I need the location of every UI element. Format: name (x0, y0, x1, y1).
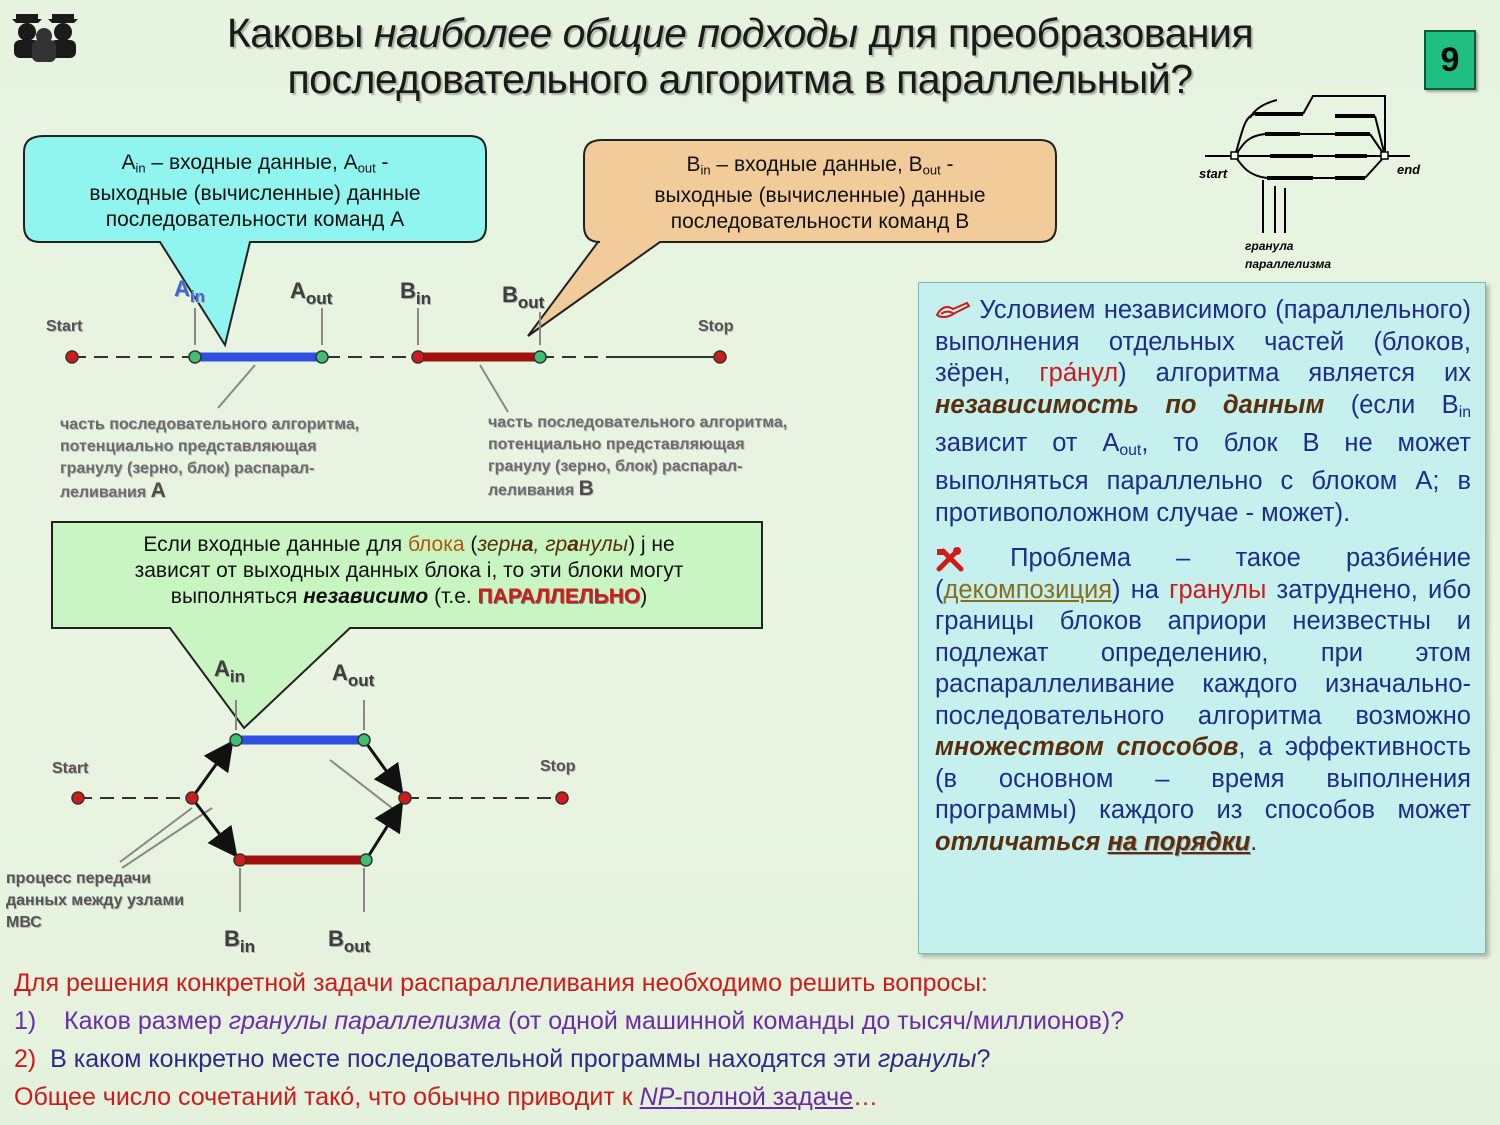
d2-b-out-label: Bout (328, 926, 371, 956)
slide-number: 9 (1424, 30, 1476, 90)
question-2: 2) В каком конкретно месте последователь… (14, 1045, 991, 1073)
d1-start-label: Start (46, 318, 83, 335)
caption-data-transfer: процесс передачи данных между узлами МВС (6, 870, 185, 931)
question-1: 1) Каков размер гранулы параллелизма (от… (14, 1007, 1125, 1035)
info-paragraph-2: Проблема – такое разбие́ние (декомпозици… (935, 544, 1471, 856)
d1-b-out-label: Bout (502, 282, 545, 312)
callout-c: Если входные данные для блока (зерна, гр… (134, 533, 684, 608)
pen-hand-icon (935, 302, 971, 319)
d2-start-label: Start (52, 760, 89, 777)
info-paragraph-1: Условием независимого (параллельного) вы… (935, 296, 1471, 527)
d2-b-in-label: Bin (224, 926, 255, 956)
d1-a-out-label: Aout (290, 278, 333, 308)
bottom-intro: Для решения конкретной задачи распаралле… (14, 969, 988, 997)
mini-caption-line2: параллелизма (1245, 257, 1331, 271)
d2-a-in-label: Ain (214, 656, 245, 686)
bottom-conclusion: Общее число сочетаний тако́, что обычно … (14, 1083, 879, 1111)
d1-a-in-label: Ain (174, 276, 205, 306)
mini-end-label: end (1397, 162, 1421, 177)
callout-b: Bin – входные данные, Bout - выходные (в… (654, 153, 986, 234)
people-logo-icon (12, 14, 78, 62)
page-title: Каковы наиболее общие подходы для преобр… (226, 10, 1254, 102)
tools-icon (936, 546, 964, 572)
parallel-diagram (71, 700, 569, 912)
sequential-diagram (65, 308, 727, 413)
callout-a: Ain – входные данные, Aout - выходные (в… (89, 151, 421, 232)
caption-block-b: часть последовательного алгоритма, потен… (488, 414, 788, 500)
mini-caption-line1: гранула (1245, 239, 1294, 253)
mini-start-label: start (1199, 166, 1228, 181)
d2-stop-label: Stop (540, 758, 576, 775)
caption-block-a: часть последовательного алгоритма, потен… (60, 416, 360, 502)
granule-mini-diagram: start end гранула параллелизма (1199, 95, 1421, 271)
info-box: Условием независимого (параллельного) вы… (918, 282, 1486, 954)
d1-stop-label: Stop (698, 318, 734, 335)
d2-a-out-label: Aout (332, 660, 375, 690)
d1-b-in-label: Bin (400, 278, 431, 308)
